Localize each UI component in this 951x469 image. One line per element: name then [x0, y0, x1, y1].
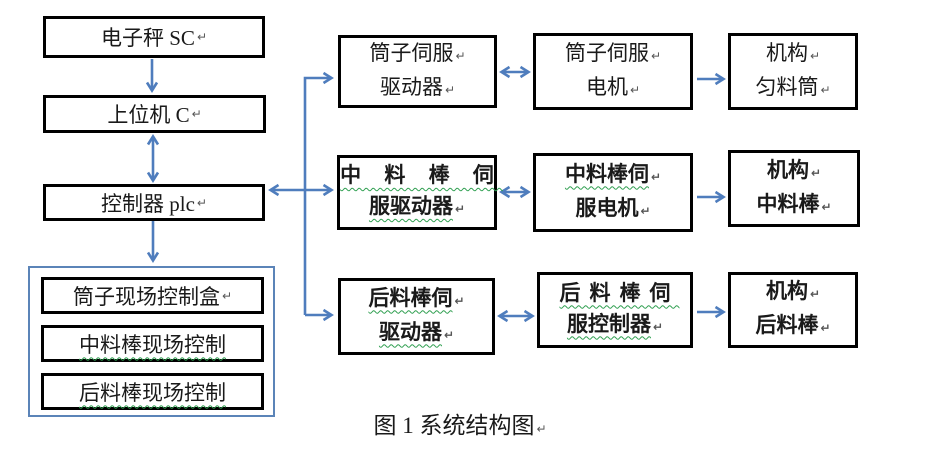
return-mark: ↵: [650, 169, 662, 184]
return-mark: ↵: [821, 199, 832, 214]
node-label: 中料棒现场控制: [79, 332, 226, 357]
return-mark: ↵: [652, 319, 664, 334]
label-line-1: 筒子伺服: [564, 40, 649, 65]
node-host-computer: 上位机 C↵: [43, 95, 266, 133]
node-mechanism-leveling-bobbin: 机构↵ 匀料筒↵: [728, 33, 858, 110]
label-line-2: 服电机: [575, 195, 639, 220]
return-mark: ↵: [191, 107, 202, 121]
trunk-and-arrow-to-row1-driver: [303, 71, 334, 315]
label-line-1: 筒子伺服: [369, 40, 454, 65]
node-electronic-scale: 电子秤 SC↵: [43, 16, 265, 58]
node-label: 电子秤 SC: [101, 26, 195, 50]
label-line-1: 后料棒伺: [368, 285, 453, 310]
return-mark: ↵: [196, 195, 207, 210]
label-line-2: 后料棒: [755, 313, 819, 337]
label-line-1: 机构: [765, 279, 808, 303]
node-mechanism-rear-rod: 机构↵ 后料棒↵: [728, 272, 858, 348]
label-line-1: 后料棒伺: [559, 280, 680, 305]
label-line-2: 服驱动器: [368, 194, 453, 218]
node-middle-rod-servo-motor: 中料棒伺↵ 服电机↵: [533, 153, 693, 232]
label-line-1: 机构: [765, 40, 808, 65]
return-mark: ↵: [650, 48, 662, 63]
return-mark: ↵: [455, 48, 466, 63]
label-line-1: 中 料 棒 伺: [340, 163, 503, 187]
return-mark: ↵: [809, 48, 821, 63]
return-mark: ↵: [810, 165, 822, 180]
node-rear-rod-servo-driver: 后料棒伺↵ 驱动器↵: [338, 278, 495, 355]
caption-text: 图 1 系统结构图: [373, 413, 535, 438]
node-bobbin-servo-motor: 筒子伺服↵ 电机↵: [533, 33, 693, 110]
label-line-2: 匀料筒: [755, 74, 819, 99]
label-line-2: 中料棒: [756, 191, 820, 216]
node-label: 上位机 C: [107, 103, 190, 127]
label-line-1: 中料棒伺: [564, 161, 649, 186]
node-rear-rod-field-control: 后料棒现场控制: [41, 373, 264, 410]
return-mark: ↵: [444, 82, 456, 97]
return-mark: ↵: [454, 293, 465, 308]
node-label: 筒子现场控制盒: [72, 284, 220, 309]
return-mark: ↵: [196, 30, 207, 44]
return-mark: ↵: [809, 287, 821, 301]
label-line-2: 驱动器: [379, 74, 443, 99]
node-mechanism-middle-rod: 机构↵ 中料棒↵: [728, 150, 860, 227]
label-line-2: 驱动器: [378, 319, 442, 344]
label-line-1: 机构: [766, 157, 809, 182]
node-label: 控制器 plc: [101, 191, 195, 216]
return-mark: ↵: [221, 288, 233, 303]
figure-caption: 图 1 系统结构图↵: [260, 406, 660, 440]
label-line-2: 服控制器: [566, 311, 651, 336]
return-mark: ↵: [629, 82, 641, 97]
node-bobbin-field-control-box: 筒子现场控制盒↵: [41, 277, 264, 314]
node-rear-rod-servo-controller: 后料棒伺 服控制器↵: [537, 272, 693, 348]
node-bobbin-servo-driver: 筒子伺服↵ 驱动器↵: [338, 35, 497, 108]
return-mark: ↵: [454, 202, 466, 216]
return-mark: ↵: [536, 422, 547, 436]
return-mark: ↵: [820, 321, 831, 335]
label-line-2: 电机: [585, 74, 628, 99]
return-mark: ↵: [640, 203, 651, 218]
node-plc-controller: 控制器 plc↵: [43, 184, 265, 221]
node-middle-rod-servo-driver: 中 料 棒 伺 服驱动器↵: [337, 155, 497, 230]
node-label: 后料棒现场控制: [79, 380, 226, 405]
group-field-control-boxes: 筒子现场控制盒↵ 中料棒现场控制 后料棒现场控制: [28, 266, 275, 417]
return-mark: ↵: [443, 327, 455, 342]
return-mark: ↵: [820, 82, 831, 97]
node-middle-rod-field-control: 中料棒现场控制: [41, 325, 264, 362]
